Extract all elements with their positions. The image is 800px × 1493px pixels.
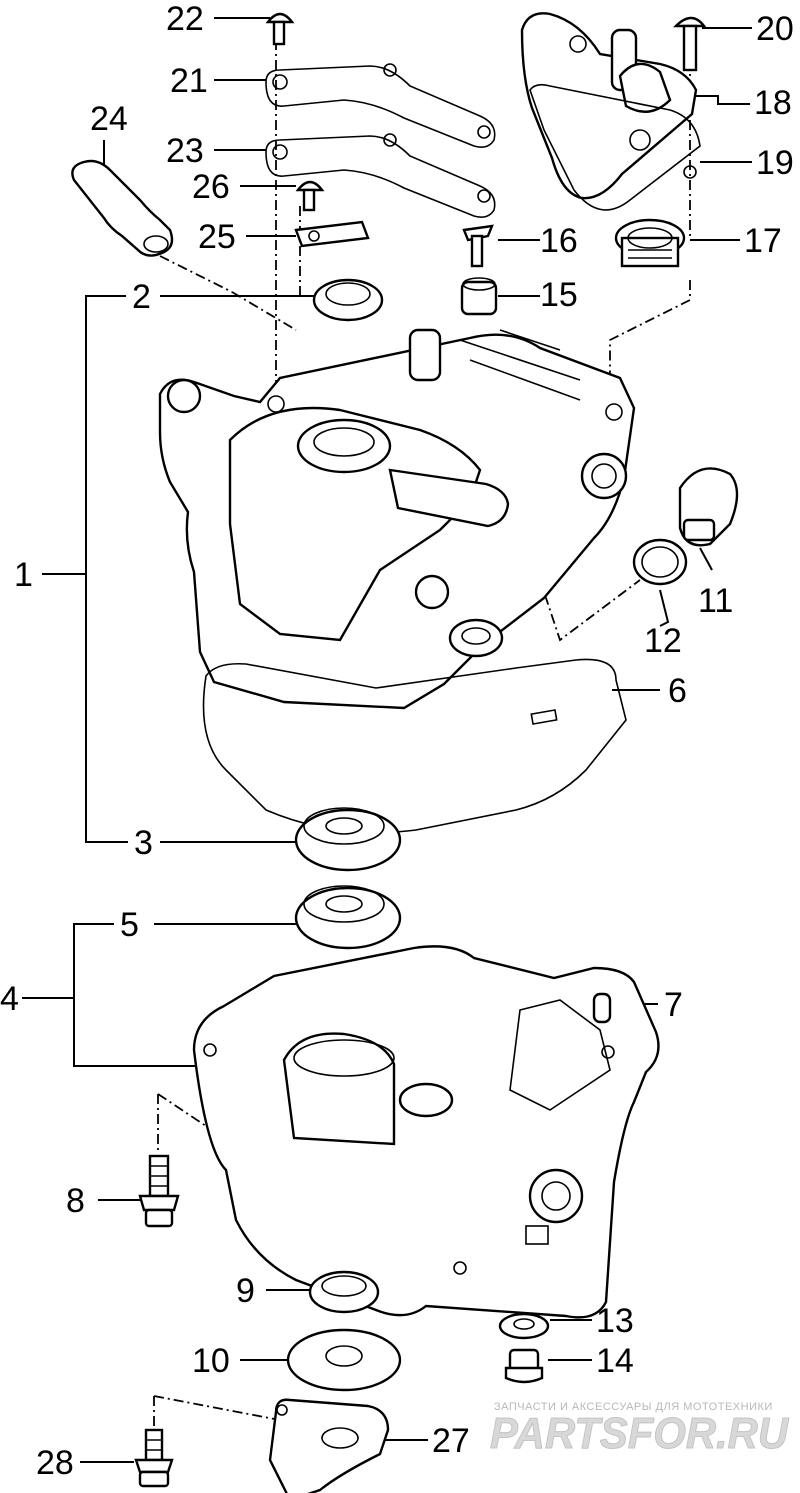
plate-21 — [265, 63, 496, 148]
watermark-logo: PARTSFOR.RU — [490, 1409, 789, 1458]
cover-10 — [286, 1328, 402, 1392]
oil-seal-2 — [312, 278, 384, 322]
drain-plug-14 — [504, 1348, 544, 1384]
label-14: 14 — [596, 1342, 634, 1380]
watermark-tagline: ЗАПЧАСТИ И АКСЕССУАРЫ ДЛЯ МОТОТЕХНИКИ — [494, 1401, 773, 1413]
bearing-3 — [294, 807, 402, 872]
label-16: 16 — [540, 222, 578, 260]
label-7: 7 — [664, 986, 683, 1024]
washer-13 — [498, 1312, 550, 1340]
label-17: 17 — [744, 222, 782, 260]
label-3: 3 — [134, 824, 153, 862]
cap-11 — [678, 467, 739, 547]
label-15: 15 — [540, 276, 578, 314]
label-21: 21 — [170, 62, 208, 100]
label-8: 8 — [66, 1182, 85, 1220]
label-5: 5 — [120, 906, 139, 944]
label-1: 1 — [14, 556, 33, 594]
crankcase-4 — [192, 945, 660, 1319]
label-10: 10 — [192, 1342, 230, 1380]
cylinder-block-1 — [158, 328, 636, 710]
label-4: 4 — [0, 980, 19, 1018]
thermostat-cover-18 — [520, 12, 698, 200]
bolt-22 — [265, 12, 295, 46]
bolt-8 — [138, 1154, 180, 1228]
label-11: 11 — [698, 582, 733, 620]
oil-seal-9 — [308, 1270, 380, 1314]
bolt-20 — [673, 16, 707, 72]
label-13: 13 — [596, 1302, 634, 1340]
hose-24 — [71, 159, 174, 257]
gasket-6 — [202, 658, 627, 834]
label-18: 18 — [754, 84, 792, 122]
label-20: 20 — [756, 10, 794, 48]
label-2: 2 — [132, 278, 151, 316]
label-26: 26 — [192, 168, 230, 206]
bearing-5 — [294, 885, 402, 950]
label-24: 24 — [90, 100, 128, 138]
watermark: ЗАПЧАСТИ И АКСЕССУАРЫ ДЛЯ МОТОТЕХНИКИ PA… — [490, 1401, 790, 1459]
label-23: 23 — [166, 132, 204, 170]
thermostat-17 — [614, 218, 686, 268]
label-22: 22 — [166, 0, 204, 38]
label-25: 25 — [198, 218, 236, 256]
label-28: 28 — [36, 1444, 74, 1482]
screw-16 — [462, 224, 494, 268]
leader-lines — [22, 17, 752, 1463]
gasket-19 — [529, 83, 701, 211]
label-9: 9 — [236, 1272, 255, 1310]
o-ring-12 — [632, 538, 688, 586]
clip-25 — [294, 220, 370, 248]
label-27: 27 — [432, 1422, 470, 1460]
bushing-15 — [460, 277, 498, 316]
label-19: 19 — [756, 144, 794, 182]
plate-27 — [268, 1398, 390, 1493]
dowel-pin-7 — [592, 992, 612, 1024]
label-6: 6 — [668, 672, 687, 710]
bolt-28 — [134, 1428, 174, 1488]
label-12: 12 — [644, 622, 682, 660]
screw-26 — [295, 180, 325, 212]
gasket-23 — [265, 133, 496, 218]
